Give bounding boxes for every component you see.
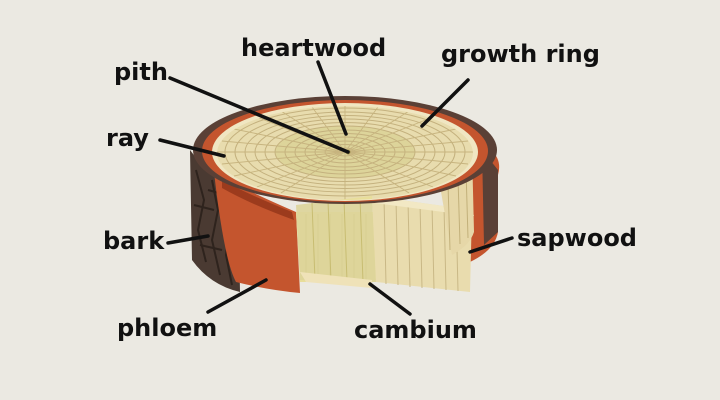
label-heartwood: heartwood [241,34,387,62]
leader-heartwood [316,60,348,136]
leader-lines [158,60,514,316]
phloem-layer [214,172,300,293]
label-growth-ring: growth ring [441,40,600,68]
label-bark: bark [103,227,165,255]
leader-growth-ring [420,78,470,128]
cambium-layer [300,272,372,288]
leader-sapwood [468,236,514,254]
label-pith: pith [114,58,168,86]
sapwood-grain-right [383,197,459,292]
label-ray: ray [106,124,149,152]
bark-back [482,150,498,245]
heartwood-grain [311,196,364,283]
leader-cambium [368,282,412,316]
leader-bark [166,234,210,245]
leader-phloem [206,278,268,314]
phloem-shading [222,180,294,220]
label-cambium: cambium [354,316,477,344]
leader-ray [158,138,226,158]
heartwood-wedge [296,196,376,282]
leader-pith [168,76,350,154]
label-sapwood: sapwood [517,224,637,252]
label-phloem: phloem [117,314,218,342]
